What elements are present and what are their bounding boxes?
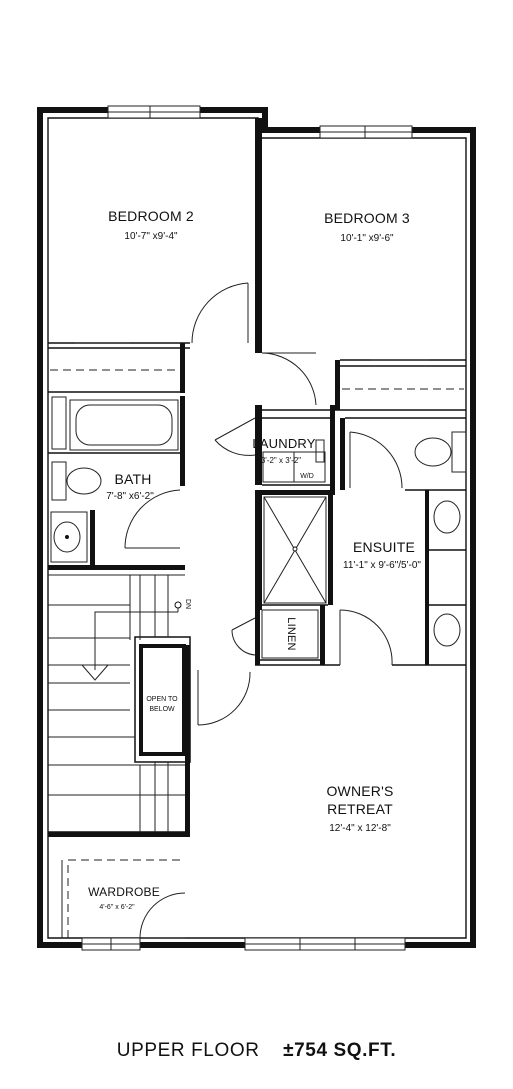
floor-plan: BEDROOM 2 10'-7" x9'-4" BEDROOM 3 10'-1"… [37, 105, 476, 951]
laundry-wd: W/D [300, 473, 314, 480]
bedroom3-label: BEDROOM 3 [324, 210, 410, 226]
ensuite-label: ENSUITE [353, 539, 415, 555]
laundry-dims: 3'-2" x 3'-2" [261, 456, 301, 465]
owners-retreat-label-line1: OWNER'S [326, 783, 393, 799]
bedroom3-dims: 10'-1" x9'-6" [340, 233, 394, 244]
linen-label: LINEN [285, 617, 297, 650]
bedroom2-label: BEDROOM 2 [108, 208, 194, 224]
bath-label: BATH [114, 471, 151, 487]
floor-area-caption: UPPER FLOOR ±754 SQ.FT. [0, 1040, 513, 1062]
ensuite-dims: 11'-1" x 9'-6"/5'-0" [343, 560, 421, 571]
laundry-label: LAUNDRY [252, 436, 315, 451]
floor-name: UPPER FLOOR [116, 1040, 260, 1061]
room-labels: BEDROOM 2 10'-7" x9'-4" BEDROOM 3 10'-1"… [88, 208, 421, 911]
fixtures [50, 396, 467, 659]
closets [50, 342, 464, 938]
open-to-below-line2: BELOW [149, 706, 175, 713]
floor-area: ±754 SQ.FT. [283, 1040, 397, 1061]
bedroom2-dims: 10'-7" x9'-4" [124, 231, 178, 242]
stairs [48, 574, 185, 832]
owners-retreat-label-line2: RETREAT [327, 801, 393, 817]
owners-retreat-dims: 12'-4" x 12'-8" [329, 823, 391, 834]
doors [124, 282, 403, 939]
bath-dims: 7'-8" x6'-2" [106, 491, 154, 502]
open-to-below-line1: OPEN TO [146, 696, 178, 703]
interior-walls [48, 118, 466, 837]
wardrobe-dims: 4'-6" x 6'-2" [99, 904, 135, 911]
wardrobe-label: WARDROBE [88, 885, 160, 899]
windows [81, 105, 413, 951]
stair-dn-label: DN [184, 599, 191, 609]
